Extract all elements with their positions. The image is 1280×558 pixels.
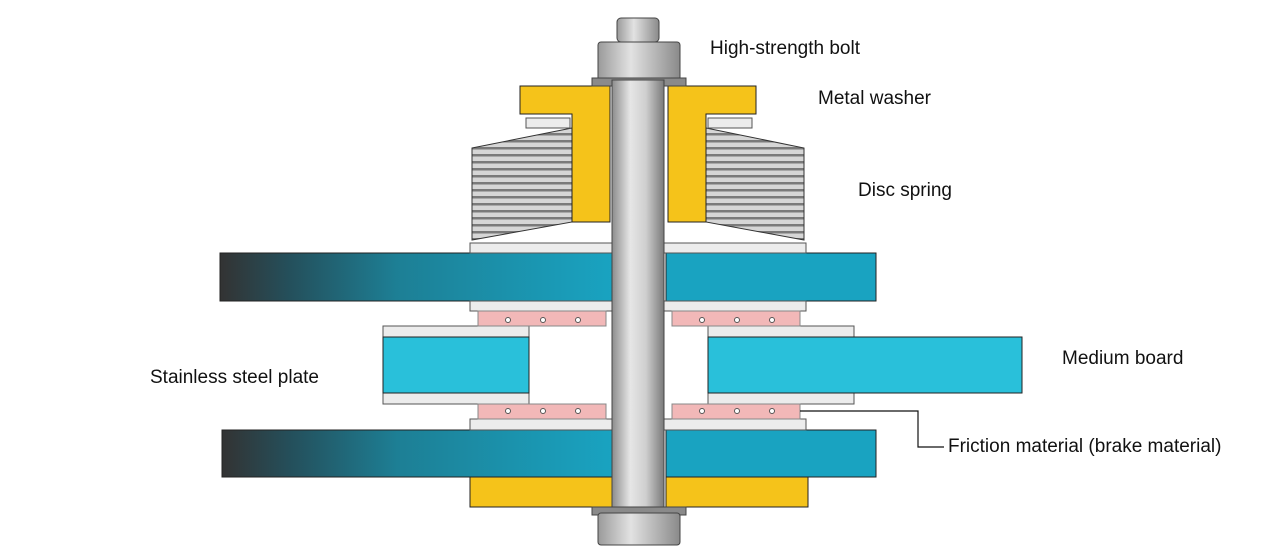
- disc-spring: [471, 127, 805, 241]
- label-friction-material: Friction material (brake material): [948, 436, 1222, 457]
- bolt-nut-top: [597, 41, 681, 83]
- top-main-plate: [219, 252, 877, 302]
- disc-spring-left: [471, 127, 573, 241]
- label-metal-washer: Metal washer: [818, 88, 931, 109]
- bottom-washer-left: [469, 476, 613, 508]
- steel-middle-right-top: [707, 325, 855, 338]
- metal-washer-left-flange: [525, 117, 571, 129]
- disc-spring-right: [705, 127, 805, 241]
- metal-washer-right-flange: [707, 117, 753, 129]
- steel-middle-left-top: [382, 325, 530, 338]
- medium-board-right: [707, 336, 1023, 394]
- friction-rivets: [505, 317, 775, 414]
- medium-board: [382, 336, 1023, 394]
- steel-middle-right-bottom: [707, 392, 855, 405]
- bottom-washer: [469, 476, 809, 508]
- top-plate-right: [665, 252, 877, 302]
- steel-middle-left-bottom: [382, 392, 530, 405]
- bottom-main-plate: [221, 429, 877, 478]
- high-strength-bolt: [591, 17, 687, 546]
- bottom-plate-left: [221, 429, 613, 478]
- label-stainless-steel-plate: Stainless steel plate: [150, 367, 319, 388]
- top-plate-left: [219, 252, 613, 302]
- bottom-washer-right: [665, 476, 809, 508]
- label-disc-spring: Disc spring: [858, 180, 952, 201]
- label-medium-board: Medium board: [1062, 348, 1184, 369]
- bolt-head-bottom: [597, 512, 681, 546]
- bolt-tip-top: [616, 17, 660, 43]
- friction-leader-line: [800, 410, 944, 448]
- medium-board-left: [382, 336, 530, 394]
- bottom-plate-right: [665, 429, 877, 478]
- label-high-strength-bolt: High-strength bolt: [710, 38, 860, 59]
- bolt-shank: [611, 79, 665, 511]
